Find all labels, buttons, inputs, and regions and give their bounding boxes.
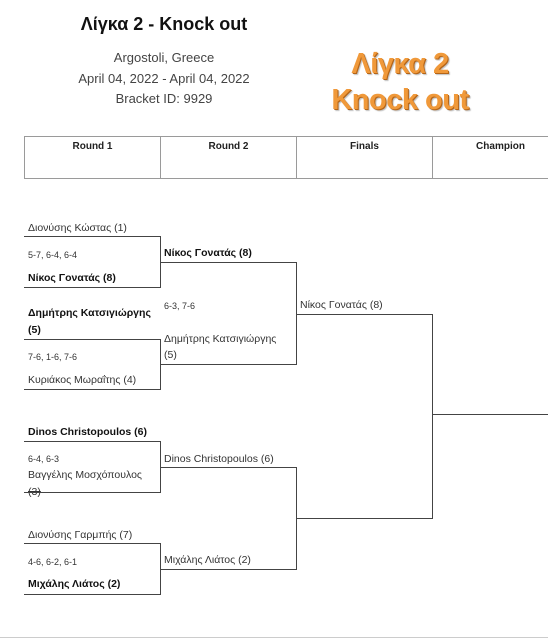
r1m1-score: 5-7, 6-4, 6-4	[28, 250, 78, 260]
r2m1-top-line	[160, 262, 297, 263]
r1m1-top-player: Διονύσης Κώστας (1)	[28, 222, 127, 234]
r1m2-top-line	[24, 339, 161, 340]
r1m2-score: 7-6, 1-6, 7-6	[28, 352, 78, 362]
r2m1-bottom-seed: (5)	[164, 349, 177, 361]
event-location: Argostoli, Greece	[113, 50, 215, 65]
round-header-champion: Champion	[433, 137, 548, 178]
logo-line-2: Knock out	[331, 84, 469, 116]
event-dates: April 04, 2022 - April 04, 2022	[78, 71, 250, 86]
round-header-1: Round 1	[25, 137, 161, 178]
finals-bottom-line	[296, 518, 433, 519]
r2m2-top-player: Dinos Christopoulos (6)	[164, 453, 274, 465]
bracket-id: Bracket ID: 9929	[115, 91, 213, 106]
event-title: Λίγκα 2 - Knock out	[80, 14, 248, 34]
r1m4-top-player: Διονύσης Γαρμπής (7)	[28, 529, 133, 541]
r1m4-bottom-line	[24, 594, 161, 595]
r2m2-bottom-player: Μιχάλης Λιάτος (2)	[164, 554, 251, 566]
r2m1-top-player: Νίκος Γονατάς (8)	[164, 247, 252, 259]
r2m1-bottom-player: Δημήτρης Κατσιγιώργης	[164, 333, 277, 345]
r1m3-bottom-line	[24, 492, 161, 493]
r1m4-score: 4-6, 6-2, 6-1	[28, 557, 78, 567]
r1m2-top-seed: (5)	[28, 324, 41, 336]
r1m4-bottom-player: Μιχάλης Λιάτος (2)	[28, 578, 121, 590]
r1m1-top-line	[24, 236, 161, 237]
r1m2-top-player: Δημήτρης Κατσιγιώργης	[28, 307, 151, 319]
r2m2-top-line	[160, 467, 297, 468]
r1m3-top-line	[24, 441, 161, 442]
round-header-row: Round 1 Round 2 Finals Champion	[24, 136, 548, 179]
r2m2-bottom-line	[160, 569, 297, 570]
finals-top-line	[296, 314, 433, 315]
champion-line	[432, 414, 548, 415]
finals-connector	[432, 314, 433, 519]
r1m1-bottom-line	[24, 287, 161, 288]
r1m2-bottom-line	[24, 389, 161, 390]
r2m1-bottom-line	[160, 364, 297, 365]
r1m3-top-player: Dinos Christopoulos (6)	[28, 426, 147, 438]
page-bottom-divider	[0, 637, 548, 638]
round-header-finals: Finals	[297, 137, 433, 178]
r2m1-score: 6-3, 7-6	[164, 301, 196, 311]
finals-top-player: Νίκος Γονατάς (8)	[300, 299, 383, 311]
round-header-2: Round 2	[161, 137, 297, 178]
r1m3-score: 6-4, 6-3	[28, 454, 60, 464]
r1m3-bottom-player: Βαγγέλης Μοσχόπουλος	[28, 469, 142, 481]
r2m1-connector	[296, 262, 297, 365]
r1m4-top-line	[24, 543, 161, 544]
r1m2-bottom-player: Κυριάκος Μωραΐτης (4)	[28, 374, 137, 386]
logo-line-1: Λίγκα 2	[351, 48, 449, 80]
r1m1-bottom-player: Νίκος Γονατάς (8)	[28, 272, 116, 284]
